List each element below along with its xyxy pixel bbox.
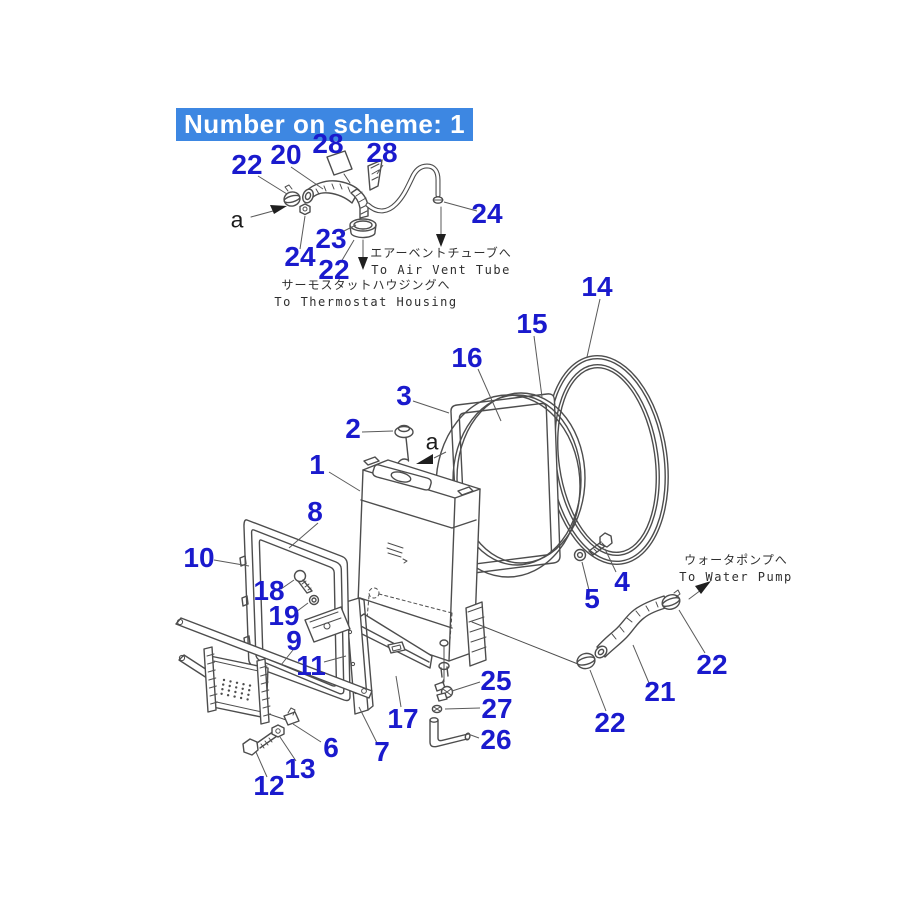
part-label-5: 5 (584, 583, 600, 614)
hose-clamp-22-lower-drawing (576, 652, 596, 670)
leader-lines (213, 164, 706, 778)
annotation-air-vent: エアーベントチューブへ To Air Vent Tube (370, 244, 512, 277)
view-marker-a-mid: a (425, 428, 439, 455)
fan-guard-ring-14-drawing (545, 354, 669, 566)
drain-valve-25-drawing (434, 678, 454, 702)
washer-5-drawing (573, 548, 587, 562)
thermostat-arrow (358, 257, 368, 270)
part-label-24-a: 24 (471, 198, 503, 229)
bolt-18-drawing (293, 569, 313, 594)
part-label-13: 13 (284, 753, 316, 784)
part-label-22-b: 22 (318, 254, 350, 285)
part-label-8: 8 (307, 496, 323, 527)
view-a-arrow-top (270, 205, 287, 214)
part-label-2: 2 (345, 413, 361, 444)
annotation-water-pump: ウォータポンプへ To Water Pump (679, 551, 792, 584)
annotation-thermostat-jp: サーモスタットハウジングへ (281, 278, 451, 292)
part-label-27: 27 (481, 693, 513, 724)
lower-guard-assembly-drawing (175, 617, 373, 756)
tag-28-drawing (326, 150, 353, 184)
hose-clamp-22-upper-drawing (661, 589, 681, 610)
scheme-number-banner: Number on scheme: 1 (176, 108, 474, 141)
part-label-22-d: 22 (594, 707, 626, 738)
hose-end-cup-drawing (349, 218, 377, 239)
part-label-22-a: 22 (231, 149, 263, 180)
nut-24-drawing (299, 203, 311, 216)
radiator-cap-2-drawing (394, 424, 414, 462)
part-label-25: 25 (480, 665, 512, 696)
part-label-21: 21 (644, 676, 676, 707)
annotation-thermostat-en: To Thermostat Housing (274, 295, 458, 309)
annotation-water-pump-jp: ウォータポンプへ (684, 553, 788, 567)
brand-mark (386, 542, 408, 564)
water-pump-arrow (695, 581, 711, 594)
part-label-4: 4 (614, 566, 630, 597)
annotation-air-vent-en: To Air Vent Tube (371, 263, 511, 277)
part-label-14: 14 (581, 271, 613, 302)
air-vent-tube-assembly-drawing (250, 150, 446, 270)
annotation-air-vent-jp: エアーベントチューブへ (370, 246, 512, 260)
part-label-23: 23 (315, 223, 347, 254)
part-label-16: 16 (451, 342, 483, 373)
part-label-28-b: 28 (366, 137, 398, 168)
annotation-water-pump-en: To Water Pump (679, 570, 793, 584)
vent-hose-20-drawing (302, 180, 360, 204)
perforation-dots (220, 678, 252, 701)
clip-27-drawing (431, 704, 443, 714)
washer-19-drawing (308, 594, 320, 606)
air-vent-arrow (436, 234, 446, 247)
part-label-10: 10 (183, 542, 215, 573)
part-label-20: 20 (270, 139, 302, 170)
part-label-3: 3 (396, 380, 412, 411)
part-label-26: 26 (480, 724, 512, 755)
radiator-1-drawing (356, 424, 487, 683)
part-label-11: 11 (296, 650, 326, 681)
hose-clamp-22-top-drawing (283, 184, 301, 207)
view-marker-a-top: a (230, 206, 244, 233)
filler-neck (397, 458, 409, 464)
part-label-28-a: 28 (312, 128, 344, 159)
part-label-24-b: 24 (284, 241, 316, 272)
drain-fittings-drawing (429, 678, 471, 748)
part-label-18: 18 (253, 575, 285, 606)
view-a-arrow-mid (416, 451, 447, 464)
side-channel-7-drawing (345, 597, 374, 715)
pipe-bend-drawing (350, 188, 369, 219)
lower-hose-assembly-drawing (471, 532, 711, 670)
annotation-thermostat: サーモスタットハウジングへ To Thermostat Housing (274, 276, 457, 309)
part-label-9: 9 (286, 625, 302, 656)
bolt-12-drawing (242, 730, 278, 756)
part-label-22-c: 22 (696, 649, 728, 680)
part-label-12: 12 (253, 770, 285, 801)
hose-21-drawing (594, 595, 670, 659)
nut-13-drawing (271, 724, 285, 738)
part-label-7: 7 (374, 736, 390, 767)
part-label-1: 1 (309, 449, 325, 480)
part-label-6: 6 (323, 732, 339, 763)
drain-tube-26-drawing (429, 717, 471, 748)
bolt-4-drawing (588, 532, 613, 556)
part-label-15: 15 (516, 308, 548, 339)
part-label-17: 17 (387, 703, 419, 734)
part-label-19: 19 (268, 600, 300, 631)
